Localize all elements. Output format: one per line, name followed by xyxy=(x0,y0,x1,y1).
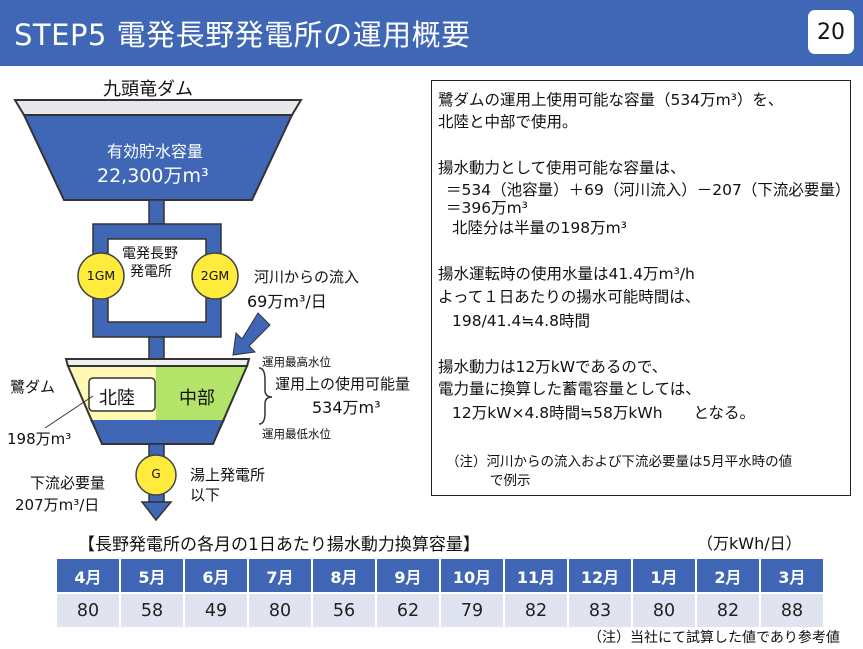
info-line-9: 198/41.4≒4.8時間 xyxy=(452,312,590,330)
hokuriku-share-callout xyxy=(44,395,94,429)
value-cell: 82 xyxy=(505,594,567,627)
table-unit: （万kWh/日） xyxy=(697,534,802,553)
intake-pipe xyxy=(148,199,165,225)
month-header-cell: 1月 xyxy=(633,559,695,592)
month-header-cell: 9月 xyxy=(377,559,439,592)
month-header-cell: 5月 xyxy=(121,559,183,592)
upper-reservoir-water xyxy=(22,114,294,201)
lower-dam-name: 鷺ダム xyxy=(10,378,56,396)
downstream-label: 下流必要量 xyxy=(30,474,106,492)
generator-1gm-label: 1GM xyxy=(86,268,116,283)
upper-dam-name: 九頭竜ダム xyxy=(103,79,193,100)
info-line-7: 揚水運転時の使用水量は41.4万m³/h xyxy=(438,265,695,283)
generator-g xyxy=(135,454,177,496)
info-line-8: よって１日あたりの揚水可能時間は、 xyxy=(438,288,701,306)
value-cell: 56 xyxy=(313,594,375,627)
usable-volume-brace xyxy=(258,367,273,425)
min-water-level-label: 運用最低水位 xyxy=(262,427,331,441)
value-cell: 80 xyxy=(249,594,311,627)
value-cell: 49 xyxy=(185,594,247,627)
month-header-cell: 3月 xyxy=(761,559,823,592)
lower-reservoir-rim xyxy=(64,358,251,367)
lower-reservoir-chubu-zone xyxy=(156,366,247,420)
info-note-line-2: で例示 xyxy=(490,473,531,489)
lower-reservoir-outline xyxy=(66,365,249,445)
page-title: STEP5 電発長野発電所の運用概要 xyxy=(14,18,471,52)
upper-capacity-label: 有効貯水容量 xyxy=(107,142,204,161)
station-name-line2: 発電所 xyxy=(130,264,172,280)
hokuriku-box xyxy=(88,377,156,412)
usable-volume-value: 534万m³ xyxy=(312,398,381,417)
station-name-line1: 電発長野 xyxy=(122,246,178,262)
generator-1gm xyxy=(77,252,125,300)
hokuriku-label: 北陸 xyxy=(99,388,135,409)
month-header-row: 4月 5月 6月 7月 8月 9月 10月 11月 12月 1月 2月 3月 xyxy=(57,559,823,592)
downstream-arrow xyxy=(140,501,173,522)
downstream-station-line1: 湯上発電所 xyxy=(190,466,266,484)
value-cell: 79 xyxy=(441,594,503,627)
generator-g-label: G xyxy=(151,467,161,481)
value-cell: 88 xyxy=(761,594,823,627)
table-title: 【長野発電所の各月の1日あたり揚水動力換算容量】 xyxy=(78,535,480,555)
value-cell: 80 xyxy=(57,594,119,627)
water-flow-diagram xyxy=(13,99,303,522)
month-header-cell: 6月 xyxy=(185,559,247,592)
max-water-level-label: 運用最高水位 xyxy=(262,355,331,369)
upper-capacity-value: 22,300万m³ xyxy=(97,165,209,187)
info-line-3: 揚水動力として使用可能な容量は、 xyxy=(438,159,686,177)
value-row: 80 58 49 80 56 62 79 82 83 80 82 88 xyxy=(57,594,823,627)
outlet-pipe xyxy=(148,336,165,360)
month-header-cell: 7月 xyxy=(249,559,311,592)
month-header-cell: 10月 xyxy=(441,559,503,592)
monthly-capacity-table: 4月 5月 6月 7月 8月 9月 10月 11月 12月 1月 2月 3月 8… xyxy=(55,557,825,629)
info-line-11: 電力量に換算した蓄電容量としては、 xyxy=(438,380,701,398)
explanation-box xyxy=(431,80,851,496)
downstream-station-line2: 以下 xyxy=(190,486,221,504)
generator-2gm xyxy=(191,252,239,300)
inflow-arrow xyxy=(232,312,271,356)
value-cell: 82 xyxy=(697,594,759,627)
info-line-6: 北陸分は半量の198万m³ xyxy=(452,219,627,237)
info-line-2: 北陸と中部で使用。 xyxy=(438,113,578,131)
month-header-cell: 12月 xyxy=(569,559,631,592)
info-line-1: 鷺ダムの運用上使用可能な容量（534万m³）を、 xyxy=(438,91,784,109)
hokuriku-share-value: 198万m³ xyxy=(7,430,72,448)
info-line-10: 揚水動力は12万kWであるので、 xyxy=(438,358,668,376)
usable-volume-label: 運用上の使用可能量 xyxy=(275,375,411,393)
month-header-cell: 4月 xyxy=(57,559,119,592)
info-line-12: 12万kW×4.8時間≒58万kWh となる。 xyxy=(452,404,756,422)
lower-reservoir-dead-storage xyxy=(90,420,225,444)
month-header-cell: 11月 xyxy=(505,559,567,592)
month-header-cell: 8月 xyxy=(313,559,375,592)
page-number: 20 xyxy=(808,10,854,54)
inflow-value: 69万m³/日 xyxy=(247,292,327,311)
header-bar: STEP5 電発長野発電所の運用概要 20 xyxy=(0,0,863,66)
value-cell: 62 xyxy=(377,594,439,627)
upper-reservoir-rim xyxy=(13,99,303,116)
inflow-label: 河川からの流入 xyxy=(254,268,360,286)
info-line-5: ＝396万m³ xyxy=(446,199,528,217)
month-header-cell: 2月 xyxy=(697,559,759,592)
value-cell: 58 xyxy=(121,594,183,627)
value-cell: 83 xyxy=(569,594,631,627)
info-line-4: ＝534（池容量）＋69（河川流入）－207（下流必要量） xyxy=(446,181,851,199)
chubu-label: 中部 xyxy=(179,388,215,409)
value-cell: 80 xyxy=(633,594,695,627)
info-note-line-1: （注）河川からの流入および下流必要量は5月平水時の値 xyxy=(446,454,793,470)
generator-2gm-label: 2GM xyxy=(200,268,230,283)
table-footnote: （注）当社にて試算した値であり参考値 xyxy=(588,630,840,646)
downstream-value: 207万m³/日 xyxy=(15,496,100,514)
